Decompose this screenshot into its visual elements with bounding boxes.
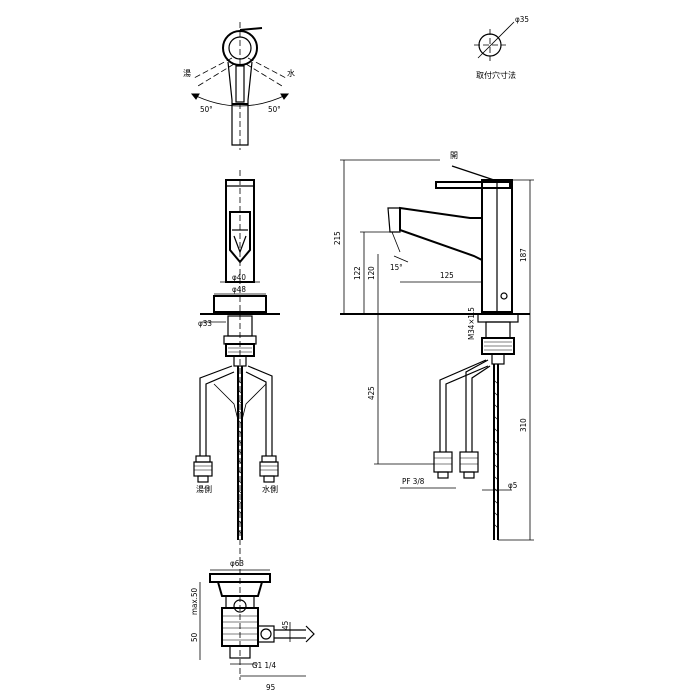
dim-310: 310 (519, 418, 528, 432)
side-view: 開 15° M34×1.5 (333, 151, 534, 541)
dim-5: φ5 (508, 481, 517, 490)
drain-dim-63: φ63 (230, 559, 244, 568)
lever-mark: 開 (450, 151, 458, 160)
front-view: φ40 φ48 φ33 湯側 水側 (193, 170, 280, 560)
hot-mark: 湯 (183, 68, 191, 78)
front-dim-48: φ48 (232, 285, 246, 294)
drain-dim-45: 45 (281, 621, 290, 630)
angle-right-label: 50° (268, 105, 281, 114)
hole-diameter-label: φ35 (515, 15, 529, 24)
pf-label: PF 3/8 (402, 477, 425, 486)
drain-thread-label: G1 1/4 (252, 661, 276, 670)
dim-125: 125 (440, 271, 454, 280)
angle-left-label: 50° (200, 105, 213, 114)
drain-dim-max50: max.50 (190, 587, 199, 615)
cold-side-label: 水側 (262, 484, 278, 494)
dim-215: 215 (333, 231, 342, 245)
cold-mark: 水 (287, 68, 295, 78)
angle-15-label: 15° (390, 263, 403, 272)
drain-dim-95: 95 (266, 683, 275, 692)
front-dim-33: φ33 (198, 319, 212, 328)
dim-122: 122 (353, 266, 362, 280)
drain-dim-50: 50 (190, 632, 199, 642)
top-view: 50° 50° 湯 水 (183, 22, 295, 150)
hole-detail: φ35 取付穴寸法 (474, 15, 529, 80)
front-dim-40: φ40 (232, 273, 246, 282)
dim-120: 120 (367, 266, 376, 280)
dim-187: 187 (519, 248, 528, 262)
hot-side-label: 湯側 (196, 484, 212, 494)
dim-425: 425 (367, 386, 376, 400)
drain-view: φ63 45 max.50 50 G1 1/4 95 (190, 559, 315, 692)
thread-label: M34×1.5 (467, 307, 476, 340)
hole-note-label: 取付穴寸法 (476, 70, 516, 80)
